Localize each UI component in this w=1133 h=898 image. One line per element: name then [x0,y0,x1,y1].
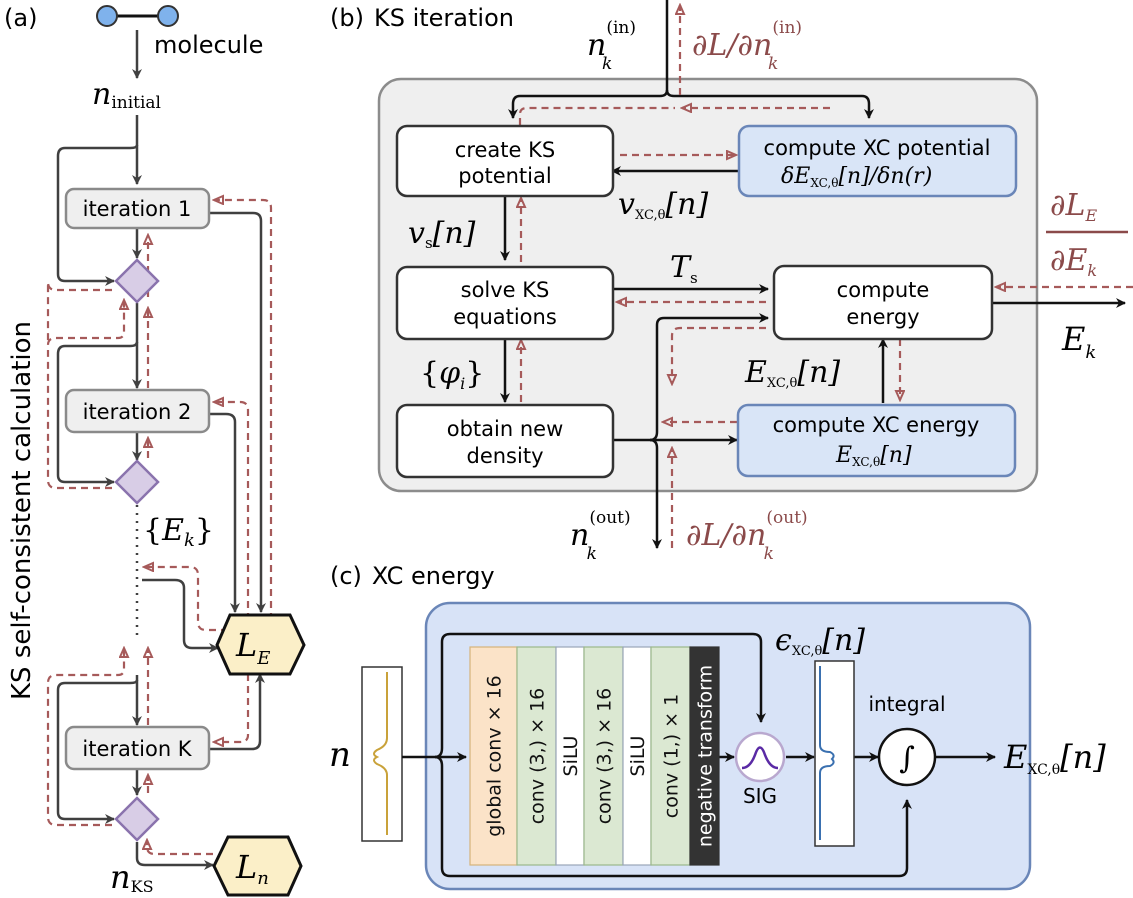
layer-conv-5 [650,646,691,866]
svg-text:δEXC,θ[n]/δn(r): δEXC,θ[n]/δn(r) [781,164,932,190]
grad-bypass2 [46,350,112,490]
svg-text:iteration K: iteration K [82,737,192,761]
mixing-diamond-K [114,796,160,842]
bypass-2 [56,341,139,487]
arrow-it1-to-LE [210,211,266,613]
grad-energy-fraction: ∂LE ∂Ek [1046,188,1128,280]
n-ks-label: nKS [110,858,154,896]
panel-c-label: (c)XC energy [330,562,495,590]
n-initial-label: ninitial [92,77,161,113]
arrow-itK-to-LE [210,673,265,751]
layer-label-0: global conv × 16 [484,675,506,837]
phi-label: {φi} [420,356,484,393]
layer-label-5: conv (1,) × 1 [661,694,683,818]
layer-act-4 [622,646,652,866]
grad-Ln-to-dK [147,840,213,856]
svg-text:EXC,θ[n]: EXC,θ[n] [835,443,912,469]
arrow-dK-to-Ln [135,842,214,870]
vertical-title: KS self-consistent calculation [7,321,37,700]
input-density-plot [361,666,403,842]
v-xc-label: vXC,θ[n] [618,187,708,223]
integral-label: integral [868,692,945,716]
panel-a-label: (a) [4,4,37,32]
integral-node: ∫ [877,727,937,787]
arrow-it2-to-LE [210,412,240,613]
layer-conv-1 [516,646,557,866]
panel-b-label: (b)KS iteration [330,4,514,32]
molecule-label: molecule [154,31,263,59]
grad-LE-to-it1 [214,200,273,620]
e-k-label: Ek [1061,320,1096,363]
grad-LE-to-Ek [144,567,228,632]
compute-xc-potential-box: compute XC potential δEXC,θ[n]/δn(r) [737,124,1018,198]
iteration-box-K: iteration K [64,725,211,771]
arrow-Ek-to-LE [142,578,219,653]
compute-xc-energy-box: compute XC energy EXC,θ[n] [736,403,1017,478]
layer-label-4: SiLU [627,736,649,777]
arrow-density-down [649,438,662,549]
t-s-label: Ts [670,250,698,287]
mixing-diamond-1 [114,258,160,304]
input-n-label: n [329,735,351,775]
skip-to-integral [434,755,912,878]
arrow-nin-to-xcpot [665,89,874,119]
mixing-diamond-2 [114,459,160,505]
grad-bypass1-up [46,281,124,346]
grad-out-label: ∂L/∂n(out)k [686,508,808,564]
xc-energy-density-plot [814,660,855,847]
grad-LE-to-itK [214,674,250,742]
sig-label: SIG [743,784,777,808]
v-s-label: vs[n] [408,216,476,252]
svg-text:Ln: Ln [235,848,269,889]
output-exc-label: EXC,θ[n] [1003,738,1106,778]
svg-text:LE: LE [235,626,270,669]
iteration-box-2: iteration 2 [64,388,211,434]
skip-to-sig [434,632,766,759]
bypass-1 [56,144,139,286]
svg-text:iteration 2: iteration 2 [83,400,192,424]
layer-global-0 [469,646,518,866]
n-out-label: n(out)k [570,508,631,564]
grad-create-top [518,106,675,125]
layer-label-6: negative transform [695,665,717,847]
layer-neg-6 [689,646,720,866]
eps-xc-label: ϵXC,θ[n] [775,623,865,659]
panel-c: (c)XC energy n global conv × 16 conv (3,)… [329,562,1106,891]
panel-b: (b)KS iteration n(in)k ∂L/∂n(in)k [330,0,1133,564]
grad-bypassK-up [46,648,124,827]
grad-LE-to-it2 [214,402,250,620]
loss-energy-hexagon: LE [215,613,306,676]
integral-icon: ∫ [899,741,915,776]
svg-text:compute XC energy: compute XC energy [773,413,980,437]
molecule-icon [96,5,179,27]
arrow-density-to-energy [649,313,769,442]
network-layers: global conv × 16 conv (3,) × 16 SiLU conv (… [469,646,720,866]
layer-label-2: SiLU [560,736,582,777]
energies-label: {Ek} [143,513,214,551]
bypass-K [56,679,139,824]
layer-label-3: conv (3,) × 16 [594,688,616,825]
layer-label-1: conv (3,) × 16 [527,688,549,825]
n-in-label: n(in)k [587,18,636,74]
e-xc-label: EXC,θ[n] [744,355,840,391]
iteration-box-1: iteration 1 [64,187,211,230]
svg-text:compute XC potential: compute XC potential [764,136,991,160]
svg-text:∂Ek: ∂Ek [1050,243,1097,280]
panel-a: (a) molecule ninitial KS self-consistent… [4,4,306,897]
grad-energy-down [672,326,766,384]
sig-node [734,731,786,783]
loss-density-hexagon: Ln [212,835,303,897]
grad-in-label: ∂L/∂n(in)k [692,18,802,74]
svg-text:∂LE: ∂LE [1050,188,1097,225]
svg-text:iteration 1: iteration 1 [83,197,192,221]
